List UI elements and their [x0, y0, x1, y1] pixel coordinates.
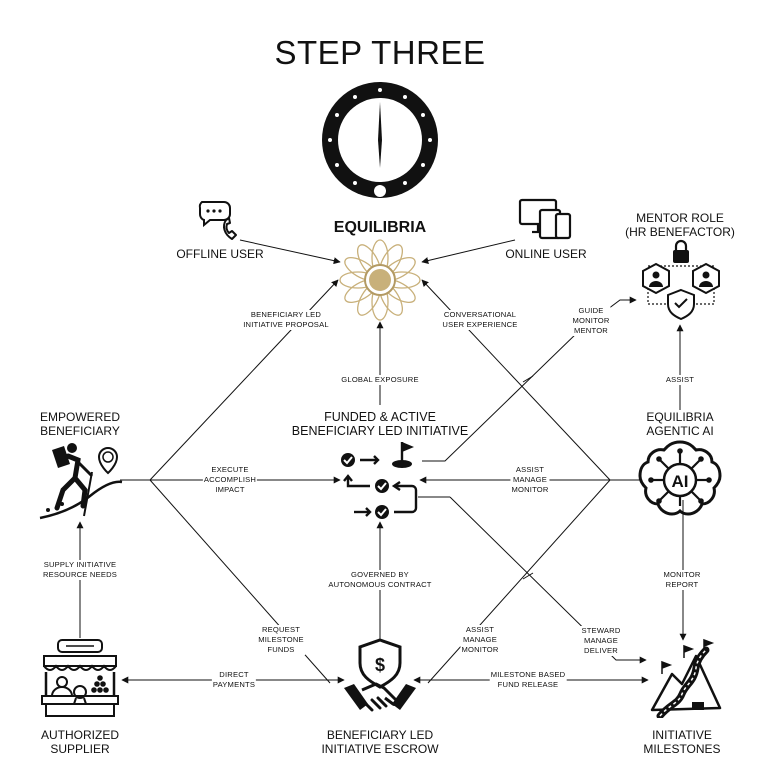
edge-label-conversational: CONVERSATIONAL USER EXPERIENCE — [441, 310, 519, 330]
escrow-handshake-icon: $ — [344, 638, 416, 712]
edge-label-execute: EXECUTE ACCOMPLISH IMPACT — [202, 465, 258, 495]
edge-label-governed: GOVERNED BY AUTONOMOUS CONTRACT — [327, 570, 433, 590]
line-online-user — [421, 239, 516, 264]
cross-mark — [522, 572, 534, 580]
line-ai-to-escrow — [427, 479, 611, 684]
edge-label-assist-mentor: ASSIST — [664, 375, 696, 385]
phone-chat-icon — [198, 201, 237, 240]
agentic-ai-label: EQUILIBRIA AGENTIC AI — [646, 410, 714, 438]
market-stall-icon — [41, 639, 119, 717]
lotus-mandala-icon — [339, 239, 421, 321]
edge-label-request-funds: REQUEST MILESTONE FUNDS — [257, 625, 305, 655]
devices-icon — [518, 198, 572, 240]
ai-brain-icon: AI — [638, 440, 722, 516]
mentor-role-label: MENTOR ROLE (HR BENEFACTOR) — [625, 211, 735, 239]
edge-label-assist-manage: ASSIST MANAGE MONITOR — [510, 465, 550, 495]
line-steward — [449, 496, 647, 664]
edge-label-proposal: BENEFICIARY LED INITIATIVE PROPOSAL — [242, 310, 330, 330]
empowered-beneficiary-label: EMPOWERED BENEFICIARY — [39, 410, 121, 438]
funded-initiative-label: FUNDED & ACTIVE BENEFICIARY LED INITIATI… — [291, 410, 469, 438]
edge-label-assist-escrow: ASSIST MANAGE MONITOR — [460, 625, 500, 655]
mentor-shield-icon — [642, 239, 720, 320]
edge-label-global-exposure: GLOBAL EXPOSURE — [340, 375, 420, 385]
page-title: STEP THREE — [274, 34, 486, 71]
online-user-label: ONLINE USER — [505, 247, 587, 261]
cross-mark — [522, 375, 534, 383]
ai-badge-text: AI — [672, 472, 689, 491]
edge-label-monitor-report: MONITOR REPORT — [662, 570, 702, 590]
edge-label-direct-payments: DIRECT PAYMENTS — [211, 670, 257, 690]
edge-label-guide: GUIDE MONITOR MENTOR — [571, 306, 611, 336]
escrow-label: BENEFICIARY LED INITIATIVE ESCROW — [321, 728, 439, 756]
mentor-role-text: MENTOR ROLE (HR BENEFACTOR) — [625, 211, 735, 239]
authorized-supplier-label: AUTHORIZED SUPPLIER — [41, 728, 119, 756]
hiker-icon — [39, 443, 123, 520]
edge-label-steward: STEWARD MANAGE DELIVER — [580, 626, 622, 656]
clock-icon — [322, 82, 438, 198]
offline-user-label: OFFLINE USER — [176, 247, 264, 261]
edge-label-fund-release: MILESTONE BASED FUND RELEASE — [489, 670, 567, 690]
milestones-label: INITIATIVE MILESTONES — [643, 728, 721, 756]
edge-label-supply: SUPPLY INITIATIVE RESOURCE NEEDS — [41, 560, 119, 580]
milestone-road-icon — [650, 638, 722, 718]
line-offline-user — [239, 239, 341, 265]
workflow-checks-icon — [341, 442, 418, 519]
svg-text:$: $ — [375, 655, 385, 675]
equilibria-label: EQUILIBRIA — [333, 219, 427, 236]
